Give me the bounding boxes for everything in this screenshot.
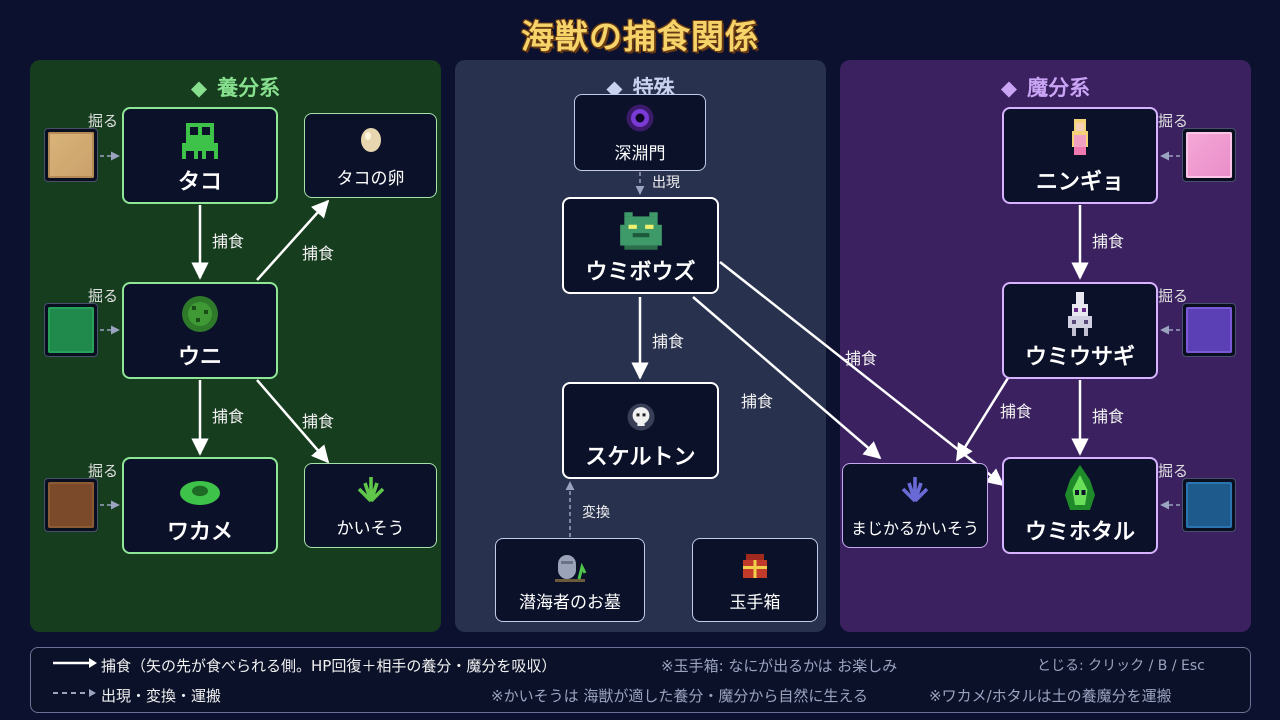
dig-label: 掘る — [1158, 287, 1189, 305]
magic-kelp-icon — [843, 474, 987, 508]
octopus-icon — [124, 119, 276, 167]
node-label: スケルトン — [585, 445, 696, 470]
sea-rabbit-icon — [1004, 292, 1156, 340]
mermaid-icon — [1004, 119, 1156, 163]
node-skeleton[interactable]: スケルトン — [562, 382, 719, 479]
dashed-arrow-icon — [53, 689, 96, 697]
node-tako[interactable]: タコ — [122, 107, 278, 204]
edge-label-eat: 捕食 — [302, 412, 335, 431]
nutrient-panel-title: ◆養分系 — [190, 76, 281, 100]
legend-note-wakame: ※ワカメ/ホタルは土の養魔分を運搬 — [929, 687, 1172, 705]
legend-solid-text: 捕食（矢の先が食べられる側。HP回復＋相手の養分・魔分を吸収） — [101, 657, 557, 675]
arrow-umibouzu-magickaisou — [692, 296, 882, 460]
node-kaisou[interactable]: かいそう — [304, 463, 437, 548]
dig-label: 掘る — [88, 287, 119, 305]
edge-label-eat: 捕食 — [1000, 402, 1033, 421]
solid-arrow-icon — [53, 658, 97, 668]
sand-soil-tile[interactable] — [44, 128, 98, 182]
node-label: ウニ — [177, 345, 222, 370]
node-label: ウミホタル — [1024, 520, 1135, 545]
node-label: 潜海者のお墓 — [519, 593, 621, 613]
node-label: タコの卵 — [336, 169, 405, 189]
egg-icon — [305, 124, 436, 156]
dig-label: 掘る — [1158, 112, 1189, 130]
legend-note-kaisou: ※かいそうは 海獣が適した養分・魔分から自然に生える — [491, 687, 868, 705]
node-shinen[interactable]: 深淵門 — [574, 94, 706, 171]
portal-icon — [575, 103, 705, 137]
node-umiusagi[interactable]: ウミウサギ — [1002, 282, 1158, 379]
kelp-icon — [305, 474, 436, 508]
node-tako-egg[interactable]: タコの卵 — [304, 113, 437, 198]
node-label: 深淵門 — [614, 144, 666, 164]
page-title: 海獣の捕食関係 — [521, 17, 759, 56]
node-label: ウミウサギ — [1024, 345, 1135, 370]
edge-label-eat: 捕食 — [212, 232, 245, 251]
dig-label: 掘る — [88, 112, 119, 130]
node-label: ウミボウズ — [585, 260, 696, 285]
edge-label-convert: 変換 — [582, 505, 610, 521]
edge-label-eat: 捕食 — [1092, 407, 1125, 426]
arrow-umiusagi-magickaisou — [955, 377, 1010, 462]
node-grave[interactable]: 潜海者のお墓 — [495, 538, 645, 622]
arrow-umibouzu-umihotaru — [719, 261, 1005, 487]
edge-label-eat: 捕食 — [652, 332, 685, 351]
node-magic-kaisou[interactable]: まじかるかいそう — [842, 463, 988, 548]
dig-label: 掘る — [88, 462, 119, 480]
node-wakame[interactable]: ワカメ — [122, 457, 278, 554]
sea-firefly-icon — [1004, 465, 1156, 519]
edge-label-eat: 捕食 — [212, 407, 245, 426]
edge-label-eat: 捕食 — [302, 244, 335, 263]
edge-label-appear: 出現 — [652, 175, 680, 191]
legend-box: 捕食（矢の先が食べられる側。HP回復＋相手の養分・魔分を吸収） 出現・変換・運搬… — [30, 647, 1251, 713]
node-tamatebako[interactable]: 玉手箱 — [692, 538, 818, 622]
pink-soil-tile[interactable] — [1182, 128, 1236, 182]
node-label: 玉手箱 — [729, 593, 781, 613]
node-label: タコ — [177, 170, 222, 195]
legend-dashed-text: 出現・変換・運搬 — [101, 687, 222, 705]
node-umihotaru[interactable]: ウミホタル — [1002, 457, 1158, 554]
node-umibouzu[interactable]: ウミボウズ — [562, 197, 719, 294]
node-label: ワカメ — [166, 520, 233, 545]
green-soil-tile[interactable] — [44, 303, 98, 357]
arrow-uni-kaisou — [256, 379, 330, 464]
treasure-box-icon — [693, 551, 817, 585]
edge-label-eat: 捕食 — [1092, 232, 1125, 251]
node-label: ニンギョ — [1035, 170, 1124, 195]
node-label: まじかるかいそう — [850, 519, 979, 538]
diamond-icon: ◆ — [190, 76, 208, 100]
node-label: かいそう — [336, 519, 405, 539]
node-uni[interactable]: ウニ — [122, 282, 278, 379]
sea-monk-icon — [564, 207, 717, 259]
urchin-icon — [124, 294, 276, 338]
brown-soil-tile[interactable] — [44, 478, 98, 532]
dig-label: 掘る — [1158, 462, 1189, 480]
purple-soil-tile[interactable] — [1182, 303, 1236, 357]
diamond-icon: ◆ — [1000, 76, 1018, 100]
blue-soil-tile[interactable] — [1182, 478, 1236, 532]
arrow-uni-takoegg — [256, 199, 330, 281]
magic-panel-title: ◆魔分系 — [1000, 76, 1091, 100]
legend-note-tamatebako: ※玉手箱: なにが出るかは お楽しみ — [661, 657, 898, 675]
seaweed-blob-icon — [124, 477, 276, 509]
node-ningyo[interactable]: ニンギョ — [1002, 107, 1158, 204]
skull-icon — [564, 402, 717, 436]
edge-label-eat: 捕食 — [845, 349, 878, 368]
close-hint[interactable]: とじる: クリック / B / Esc — [1037, 658, 1205, 674]
gravestone-icon — [496, 549, 644, 589]
edge-label-eat: 捕食 — [741, 392, 774, 411]
